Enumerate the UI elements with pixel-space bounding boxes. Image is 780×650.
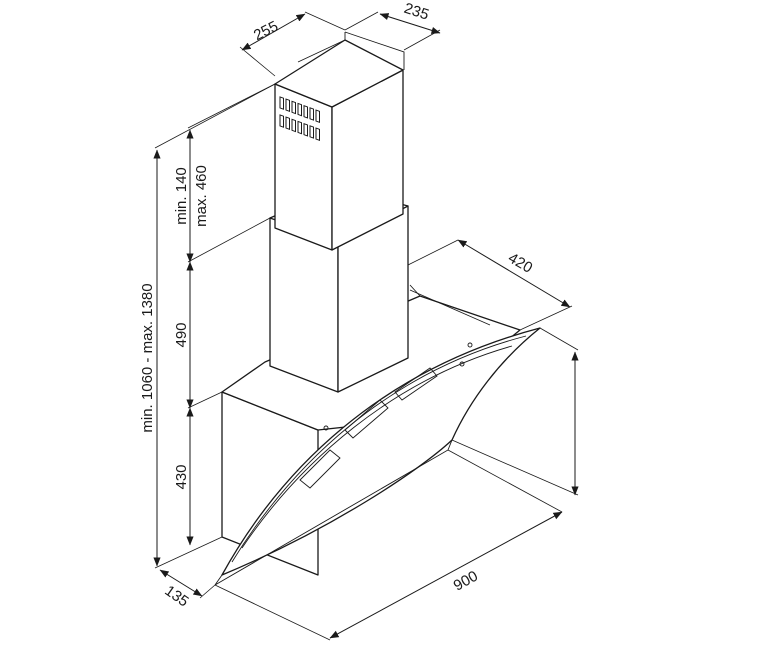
dim-chimney-lower-label: 490 (173, 322, 190, 347)
dim-hood-depth-label: 420 (505, 249, 535, 276)
dim-upper-telescopic-label: min. 140 (173, 167, 190, 225)
dim-total-height-label: min. 1060 - max. 1380 (139, 283, 156, 432)
dim-hood-body-height-label: 430 (173, 464, 190, 489)
vent-slots (279, 96, 320, 141)
dim-chimney-depth-label: 235 (402, 0, 431, 24)
chimney-upper (274, 31, 405, 251)
extension-lines (154, 11, 579, 641)
dim-hood-width-label: 900 (451, 568, 481, 595)
dim-upper-telescopic-max-label: max. 460 (193, 165, 210, 227)
dimension-lines (153, 13, 579, 639)
dim-chimney-width-label: 255 (251, 18, 281, 45)
